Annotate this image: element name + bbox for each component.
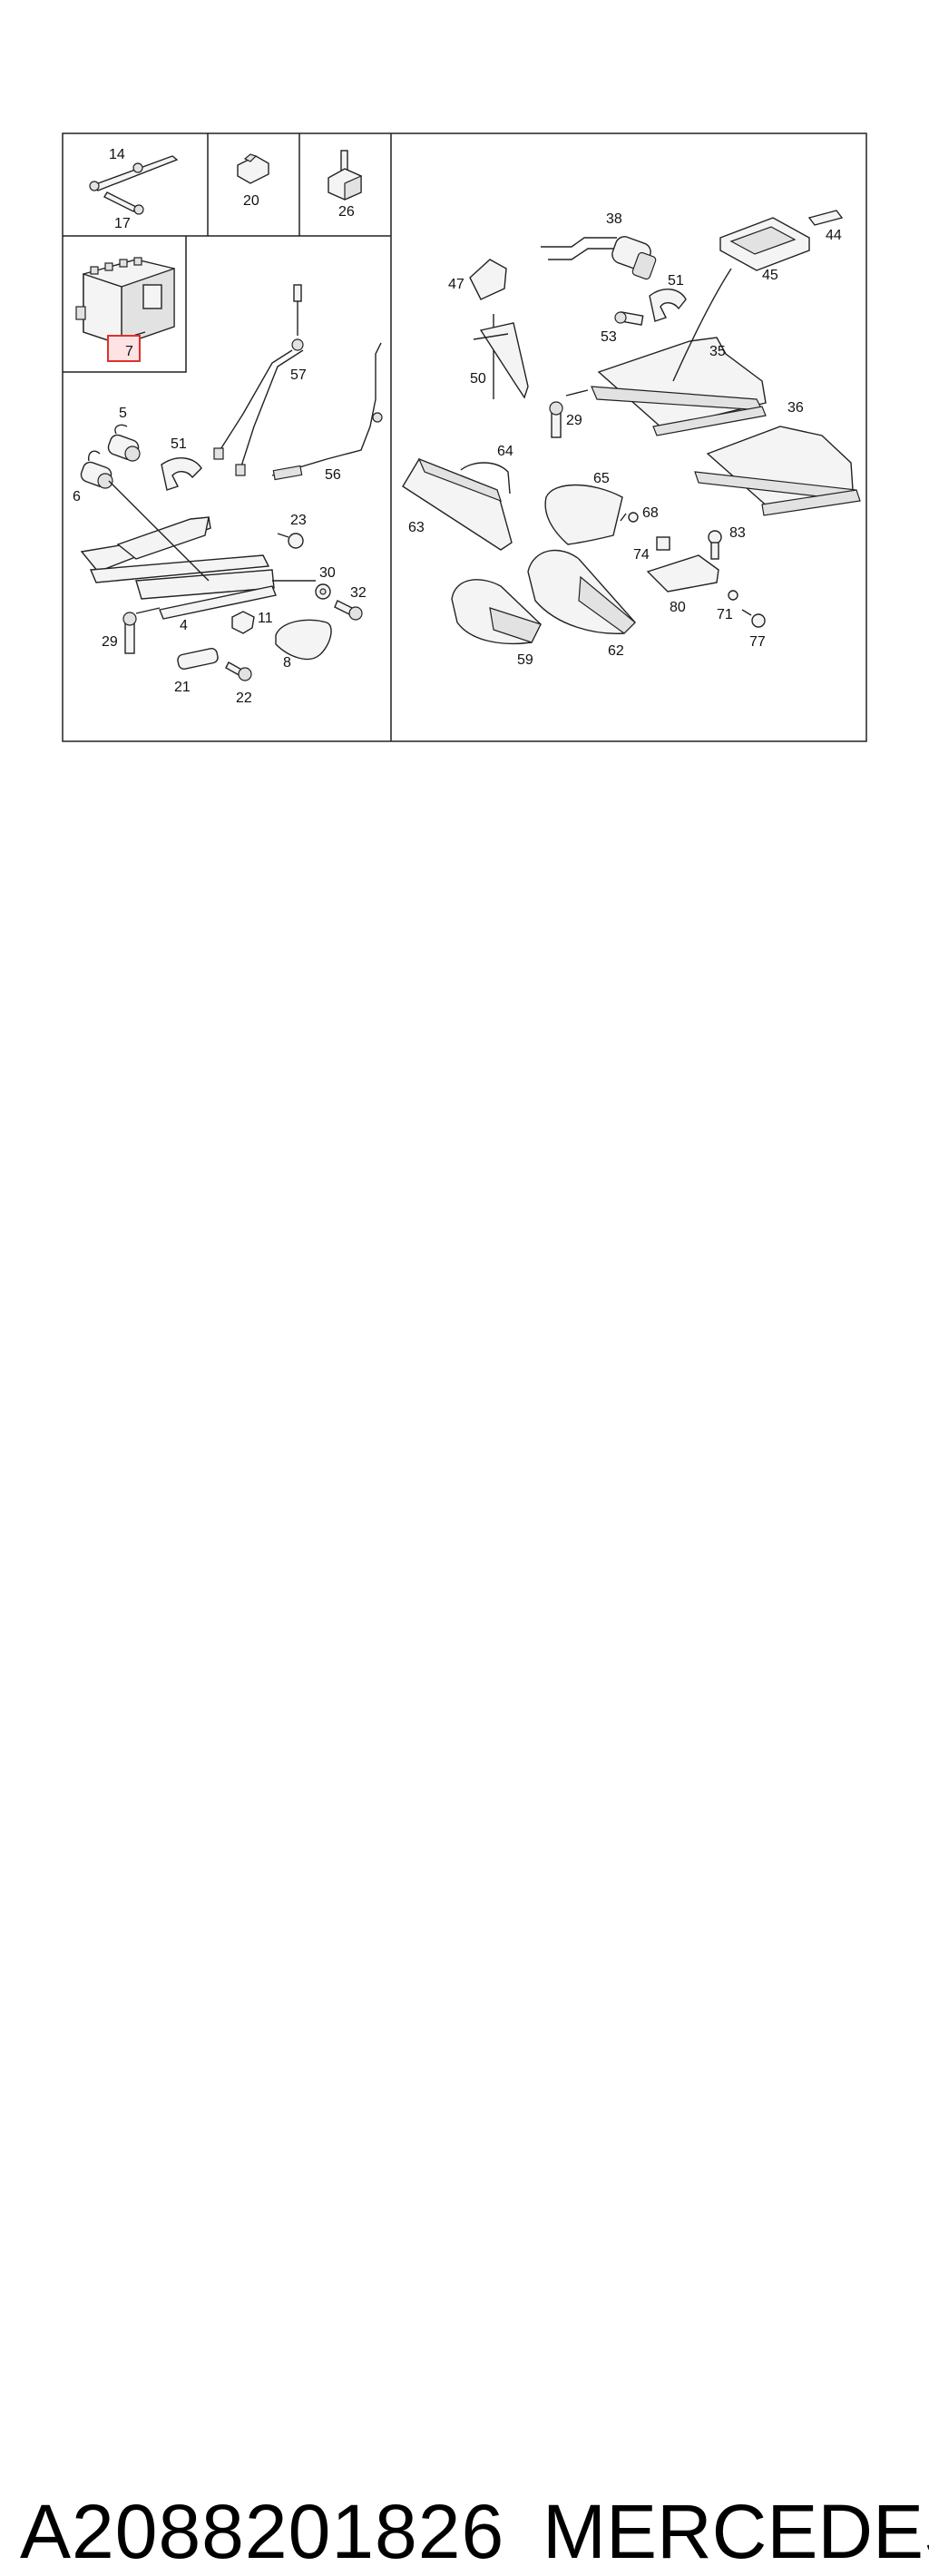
part-14-lever [89,155,179,191]
part-83-screw [708,530,722,560]
part-71-washer [728,590,738,601]
part-22-screw [225,661,252,681]
part-50-bracket [473,314,529,399]
callout-47: 47 [448,277,464,292]
callout-68: 68 [642,505,659,521]
part-65-shield [544,484,623,545]
callout-14: 14 [109,147,125,162]
caption: A2088201826 MERCEDES [0,1243,929,2574]
part-45-control-unit [719,217,810,271]
callout-53: 53 [601,329,617,345]
part-77-screw [741,609,766,628]
brand-name: MERCEDES [543,2489,929,2574]
callout-6: 6 [73,489,81,504]
callout-21: 21 [174,680,191,695]
callout-29-left: 29 [102,634,118,650]
callout-17: 17 [114,216,131,231]
part-63-cover [402,457,513,551]
callout-56: 56 [325,467,341,483]
callout-20: 20 [243,193,259,209]
callout-50: 50 [470,371,486,387]
callout-45: 45 [762,268,778,283]
part-30-washer [315,583,331,600]
part-number: A2088201826 [20,2489,505,2574]
callout-38: 38 [606,211,622,227]
part-29-bolt-left [122,607,161,654]
callout-32: 32 [350,585,367,601]
part-23-screw [277,533,304,549]
highlight-box-7 [107,335,141,362]
part-20-clip [237,153,269,184]
callout-36: 36 [787,400,804,416]
callout-83: 83 [729,525,746,541]
callout-51-left: 51 [171,436,187,452]
part-6-motor [80,450,113,489]
part-32-bolt [334,600,363,621]
callout-71: 71 [717,607,733,622]
callout-57: 57 [290,367,307,383]
part-11-knob [231,611,255,634]
diagram-frame [62,132,867,742]
callout-23: 23 [290,513,307,528]
callout-80: 80 [670,600,686,615]
part-35-seat-frame [565,268,767,436]
part-36-seat-frame [694,426,861,516]
part-47-switch [469,259,507,300]
part-64-clip [460,462,511,495]
callout-74: 74 [633,547,650,563]
callout-65: 65 [593,471,610,486]
part-74-nut [656,536,670,551]
part-5-motor [107,424,141,462]
inset-box-7 [63,236,187,373]
callout-59: 59 [517,652,533,668]
part-51-bracket-left [161,457,202,491]
part-62-cover [527,549,636,634]
callout-35: 35 [709,344,726,359]
part-17-bolt [103,191,144,215]
part-59-cover [451,579,542,645]
callout-44: 44 [826,228,842,243]
part-7-control-unit [75,257,175,346]
callout-29-right: 29 [566,413,582,428]
part-38-motor [541,236,657,280]
part-53-bolt [614,311,644,326]
seat-rail-assembly-left [80,480,316,620]
callout-63: 63 [408,520,425,535]
part-26-pin-block [328,150,362,201]
part-56-cable [271,342,383,481]
callout-11: 11 [258,611,273,626]
callout-5: 5 [119,406,127,421]
callout-64: 64 [497,444,513,459]
part-68-clip [620,512,639,523]
part-21-plate [177,648,219,670]
callout-8: 8 [283,655,291,671]
callout-7: 7 [125,344,133,359]
exploded-parts-diagram: 14 17 20 26 7 5 6 51 57 56 23 30 32 29 4… [62,132,867,742]
callout-4: 4 [180,618,188,633]
part-80-bracket [646,554,719,593]
part-44-clip [807,210,844,226]
part-8-cover [275,619,332,661]
callout-30: 30 [319,565,336,581]
part-57-cable [213,284,304,476]
callout-26: 26 [338,204,355,220]
part-29-bolt-right [549,401,563,438]
callout-77: 77 [749,634,766,650]
callout-22: 22 [236,691,252,706]
callout-62: 62 [608,643,624,659]
callout-51-right: 51 [668,273,684,289]
part-51-bracket-right [649,289,687,322]
